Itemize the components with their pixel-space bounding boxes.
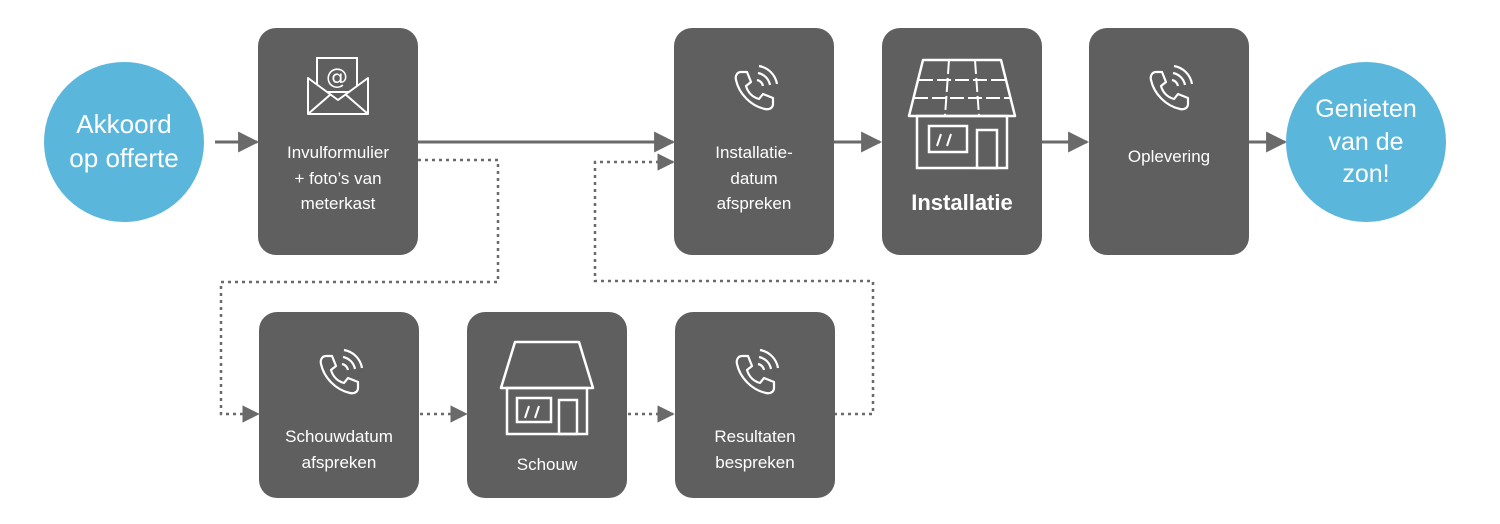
svg-text:@: @	[326, 65, 348, 90]
phone-ringing-icon	[1089, 64, 1249, 119]
installatiedatum-label: Installatie- datum afspreken	[715, 143, 793, 213]
house-solar-panels-icon	[882, 54, 1042, 175]
phone-ringing-icon	[675, 348, 835, 403]
house-icon	[467, 338, 627, 443]
start-label: Akkoord op offerte	[69, 109, 179, 173]
dotted-invulformulier-to-schouwdatum	[219, 158, 500, 423]
email-at-icon: @	[258, 54, 418, 123]
start-circle: Akkoord op offerte	[44, 62, 204, 222]
end-label: Genieten van de zon!	[1315, 95, 1417, 189]
schouwdatum-label: Schouwdatum afspreken	[285, 427, 393, 472]
oplevering-label: Oplevering	[1127, 147, 1211, 166]
step-installatiedatum: Installatie- datum afspreken	[674, 28, 834, 255]
step-invulformulier: @ Invulformulier + foto’s van meterkast	[258, 28, 418, 255]
end-circle: Genieten van de zon!	[1286, 62, 1446, 222]
phone-ringing-icon	[259, 348, 419, 403]
schouw-label: Schouw	[516, 455, 578, 474]
step-installatie: Installatie	[882, 28, 1042, 255]
step-schouwdatum: Schouwdatum afspreken	[259, 312, 419, 498]
resultaten-label: Resultaten bespreken	[714, 427, 796, 472]
step-schouw: Schouw	[467, 312, 627, 498]
step-oplevering: Oplevering	[1089, 28, 1249, 255]
installatie-label: Installatie	[911, 190, 1013, 215]
step-resultaten: Resultaten bespreken	[675, 312, 835, 498]
invulformulier-label: Invulformulier + foto’s van meterkast	[286, 143, 390, 213]
dotted-resultaten-to-installatiedatum	[593, 153, 875, 416]
phone-ringing-icon	[674, 64, 834, 119]
